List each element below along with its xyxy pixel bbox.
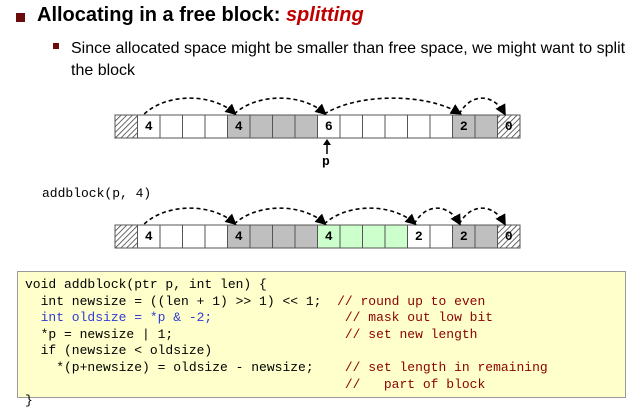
heap-before: 4 4 6 2 0: [114, 97, 521, 139]
heap-cell-free: [159, 224, 183, 249]
link-arc: [413, 207, 461, 226]
code-line: // part of block: [25, 377, 548, 394]
code-text: [25, 377, 345, 392]
code-text: if (newsize < oldsize): [25, 343, 213, 359]
heap-cell-label: 4: [234, 119, 243, 134]
code-comment: // set length in remaining: [344, 359, 548, 375]
link-arc: [143, 97, 237, 116]
code-text: }: [25, 393, 33, 409]
link-arc: [233, 207, 327, 226]
link-arc: [323, 207, 417, 226]
code-text: *(p+newsize) = oldsize - newsize;: [25, 359, 345, 375]
code-line: if (newsize < oldsize): [25, 343, 548, 360]
code-line: *(p+newsize) = oldsize - newsize; // set…: [25, 360, 548, 377]
heap-cell-hatch: [497, 114, 521, 139]
title-main: Allocating in a free block:: [37, 4, 286, 26]
heap-cell-label: 2: [459, 119, 468, 134]
heap-cell-alloc: [474, 114, 498, 139]
heap-cell-free: [429, 224, 453, 249]
code-text: [212, 310, 345, 325]
code-listing: void addblock(ptr p, int len) { int news…: [25, 277, 548, 410]
code-line: *p = newsize | 1; // set new length: [25, 327, 548, 344]
heap-cell-free: [159, 114, 183, 139]
heap-cell-alloc: [272, 114, 296, 139]
pointer-arrow-icon: [323, 139, 331, 154]
after-svg: [114, 207, 521, 249]
before-svg: [114, 97, 521, 139]
link-arc: [233, 97, 327, 116]
link-arc: [458, 207, 506, 226]
heap-cell-label: 4: [234, 229, 243, 244]
code-line: void addblock(ptr p, int len) {: [25, 277, 548, 294]
subtitle-text: Since allocated space might be smaller t…: [71, 40, 626, 79]
code-text: int newsize = ((len + 1) >> 1) << 1;: [25, 293, 338, 309]
title-bullet: [16, 13, 25, 22]
heap-cell-label: 4: [324, 229, 333, 244]
heap-cell-new: [339, 224, 363, 249]
heap-cell-label: 0: [504, 229, 513, 244]
code-comment: // round up to even: [337, 293, 486, 309]
code-comment: // set new length: [344, 326, 478, 342]
link-arc: [458, 97, 506, 116]
code-text: int oldsize = *p & -2;: [25, 310, 213, 326]
link-arc: [143, 207, 237, 226]
code-line: }: [25, 393, 548, 410]
code-text: *p = newsize | 1;: [25, 326, 345, 342]
heap-cell-label: 4: [144, 119, 153, 134]
heap-cell-free: [204, 114, 228, 139]
heap-cell-free: [339, 114, 363, 139]
code-comment: // part of block: [344, 376, 486, 392]
heap-cell-hatch: [497, 224, 521, 249]
code-line: int newsize = ((len + 1) >> 1) << 1; // …: [25, 294, 548, 311]
heap-cell-alloc: [294, 114, 318, 139]
heap-cell-hatch: [114, 114, 138, 139]
heap-cell-hatch: [114, 224, 138, 249]
heap-cell-free: [182, 114, 206, 139]
pointer-label: p: [322, 154, 330, 169]
heap-cell-alloc: [249, 114, 273, 139]
subtitle-bullet: [53, 43, 59, 49]
heap-cell-free: [429, 114, 453, 139]
heap-cell-label: 2: [414, 229, 423, 244]
call-text: addblock(p, 4): [42, 186, 152, 201]
heap-cell-free: [384, 114, 408, 139]
heap-cell-new: [362, 224, 386, 249]
heap-cell-alloc: [272, 224, 296, 249]
heap-cell-alloc: [294, 224, 318, 249]
slide-title: Allocating in a free block: splitting: [37, 4, 364, 27]
link-arc: [323, 97, 463, 115]
heap-cell-free: [362, 114, 386, 139]
heap-cell-label: 2: [459, 229, 468, 244]
heap-cell-free: [407, 114, 431, 139]
heap-cell-new: [384, 224, 408, 249]
code-box: void addblock(ptr p, int len) { int news…: [17, 271, 626, 408]
heap-cell-label: 0: [504, 119, 513, 134]
heap-after: 4 4 4 2 2 0: [114, 207, 521, 249]
heap-cell-label: 4: [144, 229, 153, 244]
heap-cell-alloc: [249, 224, 273, 249]
code-comment: // mask out low bit: [344, 310, 494, 326]
heap-cell-free: [204, 224, 228, 249]
heap-cell-free: [182, 224, 206, 249]
heap-cell-alloc: [474, 224, 498, 249]
title-emphasis: splitting: [285, 4, 364, 26]
heap-cell-label: 6: [324, 119, 333, 134]
code-text: void addblock(ptr p, int len) {: [25, 277, 267, 292]
code-line: int oldsize = *p & -2; // mask out low b…: [25, 310, 548, 327]
